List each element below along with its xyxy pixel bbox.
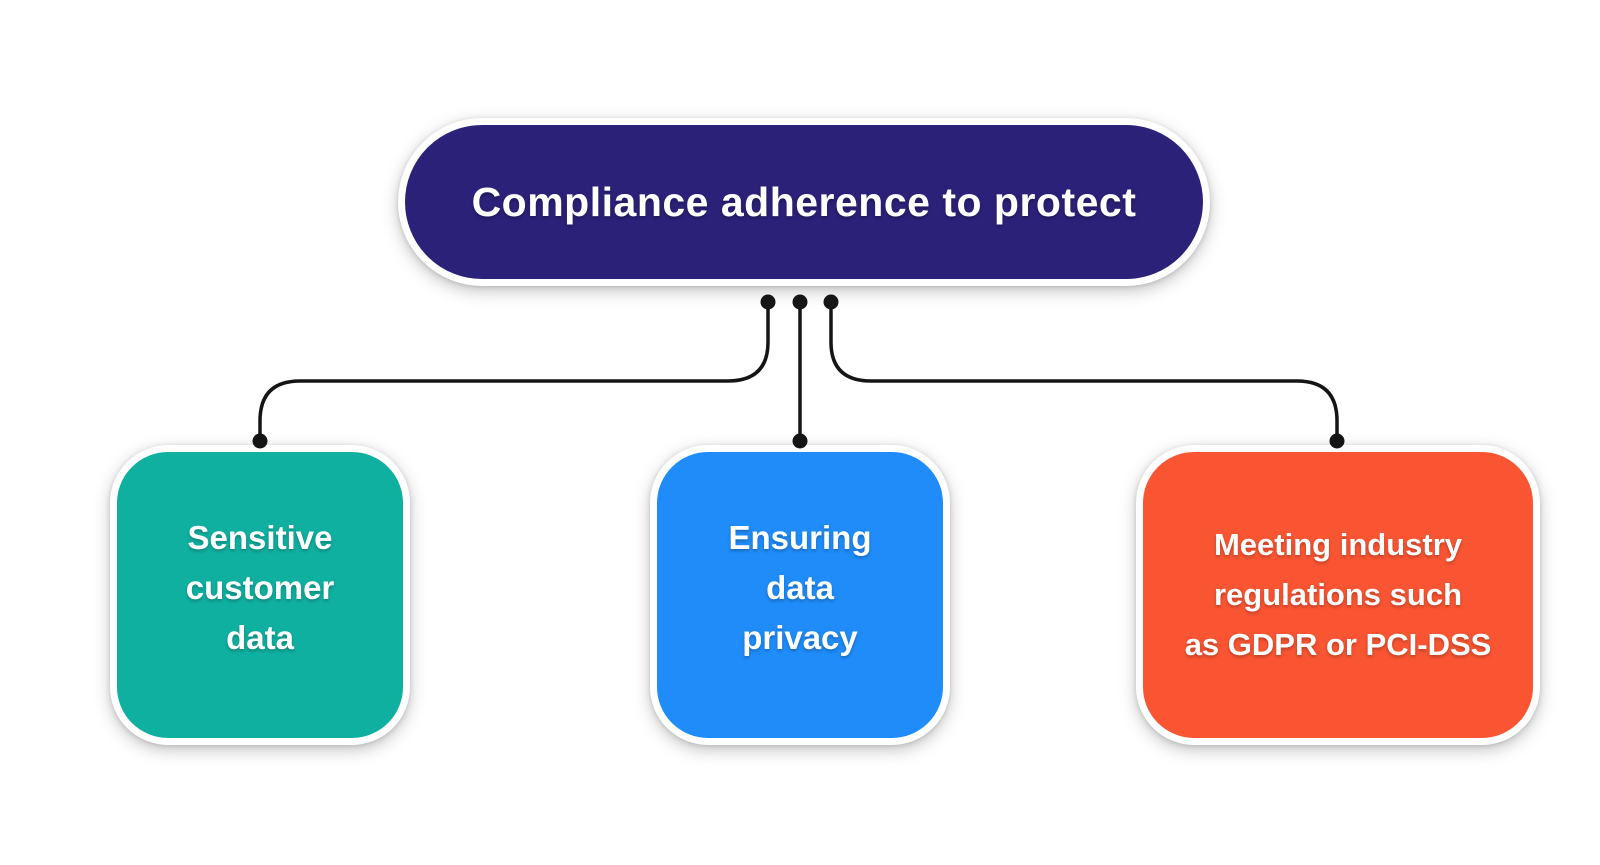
node-label-line: as GDPR or PCI-DSS [1184, 627, 1492, 662]
node-label-line: privacy [742, 619, 858, 656]
root-node-label: Compliance adherence to protect [471, 178, 1137, 225]
node-label-line: data [226, 619, 294, 656]
node-label: Sensitive customer data [186, 513, 335, 663]
connector-right [829, 302, 1339, 441]
node-label-line: regulations such [1213, 577, 1463, 612]
connector-dot [792, 294, 808, 310]
node-label-line: Sensitive [187, 519, 333, 556]
node-label-line: Ensuring [728, 519, 872, 556]
node-label-line: Meeting industry [1213, 527, 1462, 562]
connector-dot [760, 294, 776, 310]
child-node-sensitive-customer-data: Sensitive customer data [110, 445, 410, 745]
child-node-meeting-industry-regulations: Meeting industry regulations such as GDP… [1136, 445, 1540, 745]
root-node-compliance: Compliance adherence to protect [398, 118, 1210, 286]
node-label: Meeting industry regulations such as GDP… [1185, 520, 1492, 670]
connector-left [258, 302, 770, 441]
node-label-line: data [766, 569, 834, 606]
node-label: Ensuring data privacy [728, 513, 871, 663]
node-label-line: customer [185, 569, 335, 606]
child-node-ensuring-data-privacy: Ensuring data privacy [650, 445, 950, 745]
connector-dot [823, 294, 839, 310]
